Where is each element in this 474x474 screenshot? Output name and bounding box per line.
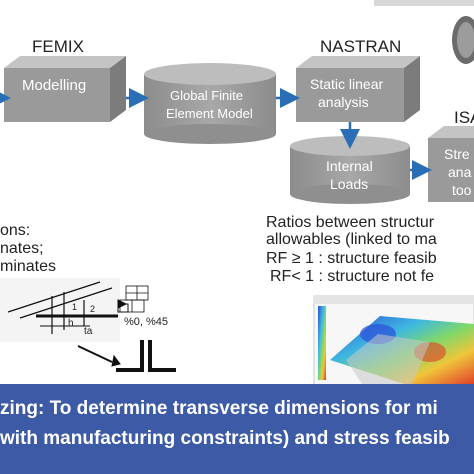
- stress-box-line3: too: [452, 182, 472, 198]
- ratios-line4: RF< 1 : structure not fe: [270, 268, 435, 285]
- left-text-line1: ons:: [0, 222, 31, 239]
- static-linear-line1: Static linear: [310, 76, 384, 92]
- flow-arrows: [0, 88, 432, 180]
- ratios-line2: allowables (linked to ma: [266, 231, 437, 248]
- ratios-line3: RF ≥ 1 : structure feasib: [266, 250, 437, 267]
- banner-line1: zing: To determine transverse dimensions…: [0, 398, 438, 419]
- left-text-line3: minates: [0, 258, 57, 275]
- modelling-box-label: Modelling: [22, 77, 87, 94]
- fea-result-image: [313, 295, 474, 387]
- nastran-label: NASTRAN: [320, 37, 402, 56]
- global-fe-model-cylinder: [144, 63, 276, 144]
- left-text-line2: nates;: [0, 240, 44, 257]
- cad-label-1: 1: [72, 302, 78, 312]
- internal-loads-line2: Loads: [330, 176, 369, 192]
- static-linear-line2: analysis: [318, 94, 369, 110]
- cad-label-ta: ta: [84, 326, 93, 337]
- femix-label: FEMIX: [32, 37, 84, 56]
- cad-label-h: h: [68, 318, 74, 329]
- stress-box-line2: ana: [448, 164, 472, 180]
- modelling-box: [4, 56, 126, 122]
- isa-label: ISA: [454, 108, 474, 127]
- global-fe-model-line2: Element Model: [166, 106, 253, 121]
- stress-tool-box: [428, 126, 474, 202]
- cad-label-percent: %0, %45: [124, 316, 169, 328]
- global-fe-model-line1: Global Finite: [170, 88, 243, 103]
- static-linear-box: [296, 56, 420, 122]
- stress-box-line1: Stre: [444, 146, 470, 162]
- internal-loads-line1: Internal: [326, 158, 373, 174]
- cad-label-2: 2: [90, 304, 96, 314]
- bottom-banner: zing: To determine transverse dimensions…: [0, 384, 474, 474]
- tube-image: [374, 0, 474, 64]
- banner-line2: with manufacturing constraints) and stre…: [0, 428, 450, 449]
- cross-section-sketch: [0, 278, 176, 372]
- ratios-line1: Ratios between structur: [266, 214, 435, 231]
- internal-loads-cylinder: [290, 136, 410, 204]
